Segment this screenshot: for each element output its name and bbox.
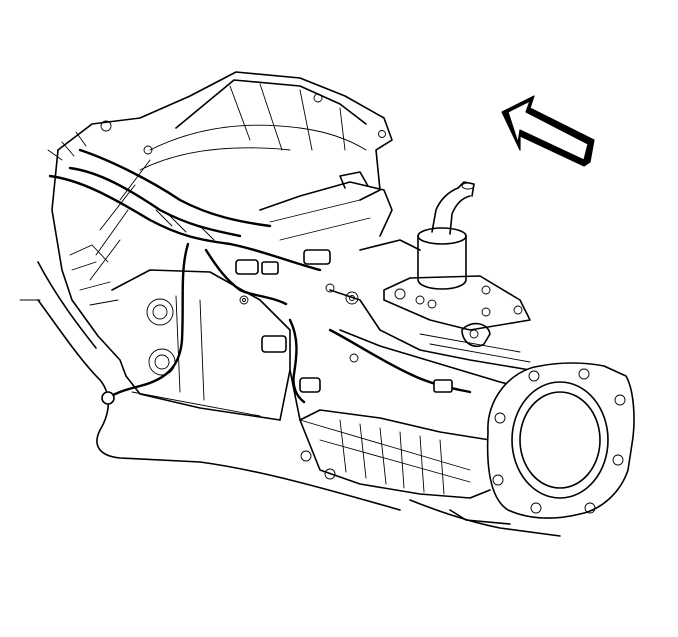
bolts	[239, 283, 491, 363]
direction-arrow-icon	[501, 95, 595, 167]
extension-housing	[289, 369, 511, 525]
shift-tower	[383, 181, 531, 331]
frame-rail	[19, 261, 561, 537]
rear-flange	[486, 362, 635, 519]
bellhousing	[51, 71, 393, 377]
wiring-harness	[47, 131, 472, 405]
